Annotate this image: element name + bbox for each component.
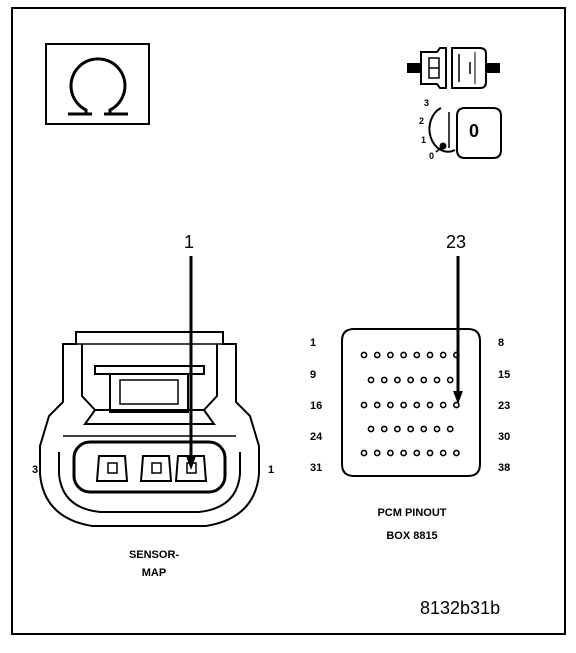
- pcm-pin: [367, 376, 375, 384]
- ignition-key-label: 0: [469, 121, 480, 141]
- connector-caption-line1: SENSOR-: [128, 549, 180, 561]
- pcm-row-label-left: 9: [310, 369, 317, 381]
- pcm-pin: [420, 376, 428, 384]
- connector-end-label-left: 3: [32, 464, 39, 476]
- pcm-pin: [439, 449, 447, 457]
- figure-border: [11, 7, 566, 635]
- pcm-pin: [452, 401, 460, 409]
- ignition-key-icon: [428, 107, 502, 159]
- pcm-pin: [413, 351, 421, 359]
- pcm-row-label-left: 31: [310, 462, 323, 474]
- pcm-pin: [373, 351, 381, 359]
- pcm-callout-arrow: [453, 256, 463, 404]
- ignition-position-label: 0: [429, 151, 435, 161]
- pcm-pin: [360, 351, 368, 359]
- pcm-pin: [400, 351, 407, 359]
- pcm-pin: [367, 425, 375, 433]
- pcm-pin: [439, 351, 447, 359]
- pcm-pin: [407, 376, 414, 384]
- ignition-position-label: 2: [419, 116, 425, 126]
- connector-callout-arrow: [186, 256, 196, 470]
- pcm-pin: [386, 401, 394, 409]
- pcm-pin: [373, 449, 381, 457]
- pcm-pin: [439, 401, 447, 409]
- pcm-pin: [413, 449, 421, 457]
- pcm-pin: [360, 449, 368, 457]
- pcm-row-label-left: 16: [310, 400, 323, 412]
- pcm-pin: [386, 449, 394, 457]
- pcm-pin: [433, 376, 441, 384]
- pcm-pin: [426, 401, 434, 409]
- sensor-map-connector: [39, 331, 260, 527]
- ohm-icon: [45, 43, 150, 125]
- pcm-row-label-right: 15: [498, 369, 511, 381]
- connector-end-label-right: 1: [268, 464, 275, 476]
- pcm-pin: [413, 401, 421, 409]
- figure-id: 8132b31b: [420, 598, 501, 618]
- pcm-row-label-right: 38: [498, 462, 511, 474]
- pcm-pin: [373, 401, 381, 409]
- pcm-row-label-right: 23: [498, 400, 511, 412]
- ignition-position-label: 3: [424, 98, 430, 108]
- pcm-pin: [426, 449, 434, 457]
- pcm-pin: [407, 425, 414, 433]
- connector-callout-label: 1: [184, 232, 195, 252]
- pcm-pin: [420, 425, 428, 433]
- pcm-pin: [393, 425, 401, 433]
- connector-disconnect-icon: [407, 47, 500, 89]
- pcm-pin: [446, 425, 454, 433]
- pcm-pin: [446, 376, 454, 384]
- pcm-pin: [380, 376, 388, 384]
- connector-caption-line2: MAP: [141, 567, 167, 579]
- pcm-row-label-right: 8: [498, 337, 505, 349]
- pcm-row-label-left: 1: [310, 337, 317, 349]
- pcm-pin: [380, 425, 388, 433]
- ignition-position-label: 1: [421, 135, 427, 145]
- pcm-pin: [393, 376, 401, 384]
- pcm-pin-grid: [360, 351, 460, 457]
- pcm-pinout-box: [341, 328, 481, 477]
- pcm-pin: [400, 449, 407, 457]
- pcm-row-label-left: 24: [310, 431, 323, 443]
- pcm-pin: [433, 425, 441, 433]
- pcm-pin: [400, 401, 407, 409]
- pcm-caption-line1: PCM PINOUT: [377, 507, 447, 519]
- pcm-pin: [452, 449, 460, 457]
- pcm-callout-label: 23: [446, 232, 467, 252]
- pcm-row-label-right: 30: [498, 431, 511, 443]
- pcm-pin: [426, 351, 434, 359]
- pcm-pin: [386, 351, 394, 359]
- pcm-caption-line2: BOX 8815: [386, 530, 438, 542]
- pcm-pin: [360, 401, 368, 409]
